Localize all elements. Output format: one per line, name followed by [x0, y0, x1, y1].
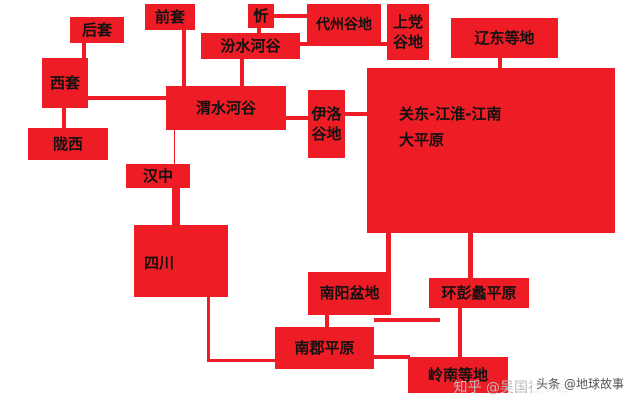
connector-weishui-yiluo	[285, 116, 309, 120]
node-longxi: 陇西	[28, 128, 108, 160]
guandong-label-line1: 关东-江淮-江南	[399, 105, 502, 123]
node-weishui: 渭水河谷	[166, 86, 286, 130]
node-xin: 忻	[248, 4, 274, 28]
connector-xitao-weishui	[86, 96, 168, 100]
node-daizhou: 代州谷地	[307, 4, 381, 46]
connector-xin-fenshui	[257, 26, 261, 36]
node-sichuan: 四川	[134, 225, 228, 297]
node-yiluo: 伊洛谷地	[308, 90, 345, 158]
connector-lingnan-huanpeng	[458, 307, 462, 357]
connector-sichuan-nanjun-h	[207, 359, 275, 362]
connector-hanzhong-sichuan	[172, 186, 180, 226]
node-lingnan: 岭南等地	[408, 357, 508, 393]
connector-qiantao-weishui	[182, 26, 186, 88]
connector-yiluo-guandong	[344, 112, 368, 116]
node-nanyang: 南阳盆地	[308, 272, 391, 315]
connector-nanjun-huanpeng	[374, 318, 440, 322]
connector-xin-daizhou	[272, 14, 308, 18]
node-qiantao: 前套	[145, 4, 195, 30]
node-nanjun: 南郡平原	[275, 327, 374, 369]
node-shangdang: 上党谷地	[387, 4, 429, 60]
connector-nanjun-lingnan	[374, 355, 410, 359]
connector-sichuan-nanjun-v	[207, 296, 210, 362]
node-hanzhong: 汉中	[126, 164, 190, 188]
node-liaodong: 辽东等地	[451, 18, 558, 58]
connector-fenshui-weishui	[240, 58, 244, 88]
connector-weishui-hanzhong	[174, 130, 175, 165]
connector-xitao-longxi	[62, 108, 66, 132]
guandong-label-line2: 大平原	[399, 131, 445, 150]
connector-guandong-huanpeng	[468, 233, 473, 278]
node-xitao: 西套	[42, 58, 88, 108]
connector-liaodong-guandong	[498, 58, 502, 70]
node-huanpeng: 环彭蠡平原	[429, 278, 529, 308]
node-fenshui: 汾水河谷	[201, 33, 300, 59]
node-guandong-plain: 关东-江淮-江南 大平原	[367, 68, 615, 233]
watermark-toutiao: 头条 @地球故事	[532, 374, 628, 393]
connector-guandong-nanyang	[386, 233, 391, 273]
connector-nanyang-nanjun	[325, 315, 329, 328]
connector-houtao-xitao	[82, 36, 86, 62]
node-houtao: 后套	[70, 17, 124, 43]
